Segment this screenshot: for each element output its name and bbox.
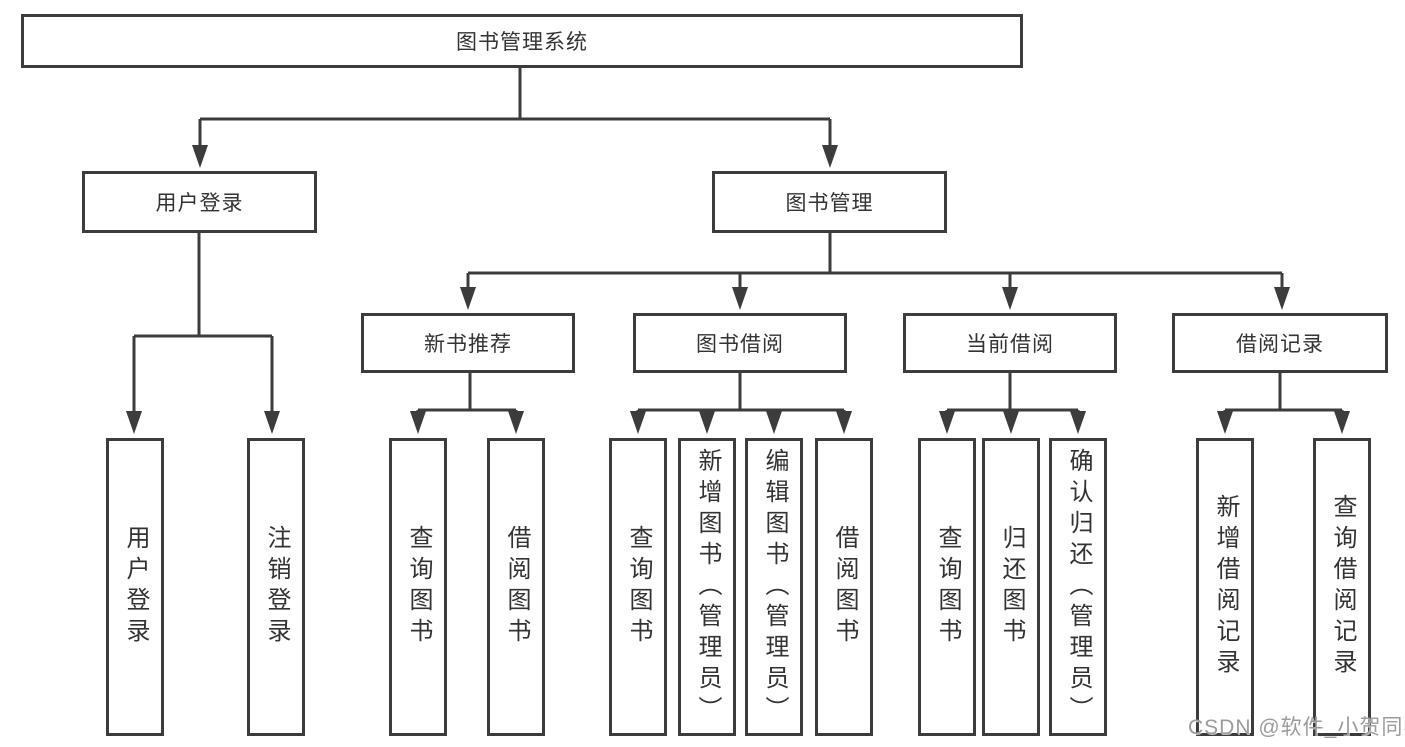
node-query-books-recommend-label: 查询图书 — [405, 525, 432, 649]
node-user-login-leaf: 用户登录 — [106, 438, 164, 736]
node-user-login-leaf-label: 用户登录 — [122, 525, 149, 649]
node-book-borrowing-label: 图书借阅 — [696, 333, 784, 356]
node-borrow-books-borrowing: 借阅图书 — [815, 438, 873, 736]
node-query-borrow-record: 查询借阅记录 — [1313, 438, 1371, 736]
node-return-books: 归还图书 — [982, 438, 1040, 736]
node-logout-label: 注销登录 — [263, 525, 290, 649]
node-borrow-books-recommend-label: 借阅图书 — [503, 525, 530, 649]
node-new-book-recommend-label: 新书推荐 — [424, 333, 512, 356]
node-confirm-return-admin-label: 确认归还（管理员） — [1065, 447, 1092, 727]
node-book-management-label: 图书管理 — [785, 192, 874, 215]
node-query-books-borrowing: 查询图书 — [609, 438, 667, 736]
node-borrowing-records: 借阅记录 — [1172, 313, 1388, 373]
node-add-books-admin: 新增图书（管理员） — [678, 438, 736, 736]
node-book-borrowing: 图书借阅 — [633, 313, 847, 373]
node-root: 图书管理系统 — [21, 14, 1023, 68]
node-query-borrow-record-label: 查询借阅记录 — [1329, 494, 1356, 680]
node-add-books-admin-label: 新增图书（管理员） — [694, 447, 721, 727]
node-add-borrow-record-label: 新增借阅记录 — [1212, 494, 1239, 680]
node-query-books-borrowing-label: 查询图书 — [625, 525, 652, 649]
node-user-login-label: 用户登录 — [155, 192, 244, 215]
node-user-login: 用户登录 — [82, 171, 317, 233]
node-new-book-recommend: 新书推荐 — [361, 313, 575, 373]
node-query-books-current: 查询图书 — [918, 438, 976, 736]
watermark: CSDN @软件_小贺同学 — [1188, 716, 1405, 739]
node-borrowing-records-label: 借阅记录 — [1236, 333, 1324, 356]
node-edit-books-admin: 编辑图书（管理员） — [745, 438, 803, 736]
node-return-books-label: 归还图书 — [998, 525, 1025, 649]
node-current-borrowing: 当前借阅 — [903, 313, 1117, 373]
node-current-borrowing-label: 当前借阅 — [966, 333, 1054, 356]
node-confirm-return-admin: 确认归还（管理员） — [1049, 438, 1107, 736]
node-query-books-recommend: 查询图书 — [389, 438, 447, 736]
node-query-books-current-label: 查询图书 — [934, 525, 961, 649]
node-add-borrow-record: 新增借阅记录 — [1196, 438, 1254, 736]
node-root-label: 图书管理系统 — [456, 31, 588, 54]
connector-lines — [132, 68, 1344, 414]
node-edit-books-admin-label: 编辑图书（管理员） — [761, 447, 788, 727]
node-book-management: 图书管理 — [712, 171, 947, 233]
node-borrow-books-borrowing-label: 借阅图书 — [831, 525, 858, 649]
node-borrow-books-recommend: 借阅图书 — [487, 438, 545, 736]
node-logout: 注销登录 — [247, 438, 305, 736]
